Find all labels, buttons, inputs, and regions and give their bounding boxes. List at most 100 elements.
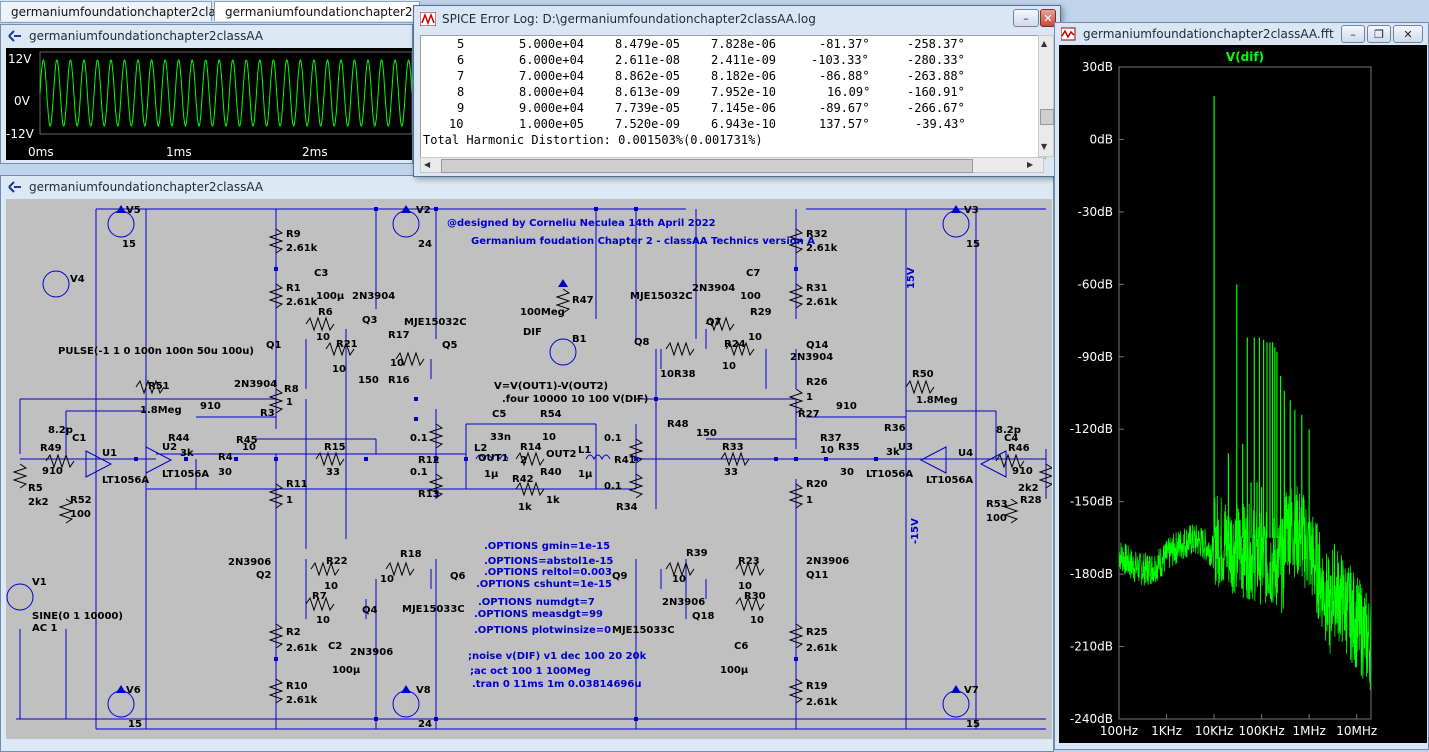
scroll-up-icon[interactable]: ▲ [1041,39,1048,48]
component-ref[interactable]: U2 [162,442,177,453]
scroll-left-icon[interactable]: ◀ [424,160,431,169]
component-ref[interactable]: R23 [738,556,760,567]
component-ref[interactable]: R15 [324,442,346,453]
component-ref[interactable]: R7 [312,591,327,602]
restore-button[interactable]: ❐ [1367,25,1391,43]
component-ref[interactable]: R33 [722,442,744,453]
component-ref[interactable]: DIF [523,327,542,338]
component-ref[interactable]: R20 [806,479,828,490]
component-ref[interactable]: U1 [102,448,117,459]
component-ref[interactable]: Q7 [706,317,722,328]
component-ref[interactable]: R34 [616,502,638,513]
component-ref[interactable]: R53 [986,499,1008,510]
component-ref[interactable]: R17 [388,330,410,341]
component-ref[interactable]: R29 [750,307,772,318]
scroll-down-icon[interactable]: ▼ [1041,142,1048,151]
component-ref[interactable]: Q1 [266,340,282,351]
spice-log-titlebar[interactable]: SPICE Error Log: D:\germaniumfoundationc… [414,6,1060,32]
component-ref[interactable]: V2 [416,205,431,216]
component-ref[interactable]: V6 [126,685,141,696]
component-ref[interactable]: U3 [898,442,913,453]
minimize-button[interactable]: – [1341,25,1365,43]
component-ref[interactable]: R9 [286,229,301,240]
component-ref[interactable]: R39 [686,548,708,559]
component-ref[interactable]: R32 [806,229,828,240]
component-ref[interactable]: R28 [1020,495,1042,506]
component-ref[interactable]: R37 [820,433,842,444]
component-ref[interactable]: R14 [520,442,542,453]
component-ref[interactable]: Q11 [806,570,828,581]
tab-schematic[interactable]: germaniumfoundationchapter2classAA [0,1,245,21]
scroll-right-icon[interactable]: ▶ [1027,160,1034,169]
waveform-plot[interactable]: 12V 0V -12V 0ms 1ms 2ms [6,48,413,160]
component-ref[interactable]: R45 [236,435,258,446]
component-ref[interactable]: R22 [326,556,348,567]
component-ref[interactable]: R30 [744,591,766,602]
component-ref[interactable]: V7 [964,685,979,696]
component-ref[interactable]: C3 [314,268,328,279]
component-ref[interactable]: R38 [674,369,696,380]
component-ref[interactable]: Q14 [806,340,828,351]
component-ref[interactable]: R10 [286,681,308,692]
component-ref[interactable]: R4 [218,452,233,463]
schematic-window-titlebar[interactable]: germaniumfoundationchapter2classAA [1,176,1053,198]
component-ref[interactable]: R52 [70,495,92,506]
close-button[interactable]: ✕ [1040,9,1056,27]
component-ref[interactable]: R41 [614,455,636,466]
waveform-window-titlebar[interactable]: germaniumfoundationchapter2classAA [1,25,412,47]
component-ref[interactable]: R12 [418,455,440,466]
component-ref[interactable]: R16 [388,375,410,386]
component-ref[interactable]: R13 [418,489,440,500]
component-ref[interactable]: R19 [806,681,828,692]
component-ref[interactable]: V4 [70,274,85,285]
component-ref[interactable]: R24 [724,339,746,350]
component-ref[interactable]: Q9 [612,571,628,582]
component-ref[interactable]: R50 [912,369,934,380]
component-ref[interactable]: Q8 [634,337,650,348]
horizontal-scrollbar[interactable]: ◀ ▶ [420,157,1044,173]
component-ref[interactable]: R5 [28,483,43,494]
component-ref[interactable]: V1 [32,577,47,588]
component-ref[interactable]: Q3 [362,315,378,326]
component-ref[interactable]: L2 [474,443,487,454]
component-ref[interactable]: C7 [746,268,760,279]
component-ref[interactable]: V3 [964,205,979,216]
component-ref[interactable]: C5 [492,409,506,420]
tab-waveform[interactable]: germaniumfoundationchapter2classAA [214,1,459,21]
schematic-canvas[interactable]: @designed by Corneliu Neculea 14th April… [6,199,1054,739]
component-ref[interactable]: R8 [284,384,299,395]
component-ref[interactable]: R6 [318,307,333,318]
component-ref[interactable]: R51 [148,381,170,392]
component-ref[interactable]: U4 [958,448,973,459]
component-ref[interactable]: C4 [1004,433,1018,444]
component-ref[interactable]: R3 [260,408,275,419]
component-ref[interactable]: R2 [286,627,301,638]
component-ref[interactable]: C6 [734,641,748,652]
component-ref[interactable]: R49 [40,443,62,454]
fft-window-titlebar[interactable]: germaniumfoundationchapter2classAA.fft [1055,23,1428,45]
component-ref[interactable]: R42 [512,474,534,485]
component-ref[interactable]: R36 [884,423,906,434]
component-ref[interactable]: Q4 [362,605,378,616]
component-ref[interactable]: R27 [798,409,820,420]
component-ref[interactable]: V8 [416,685,431,696]
component-ref[interactable]: R44 [168,433,190,444]
component-ref[interactable]: R54 [540,409,562,420]
component-ref[interactable]: V5 [126,205,141,216]
component-ref[interactable]: R48 [667,419,689,430]
close-button[interactable]: ✕ [1393,25,1423,43]
component-ref[interactable]: R35 [838,442,860,453]
scroll-thumb[interactable] [1040,109,1054,125]
component-ref[interactable]: R31 [806,283,828,294]
component-ref[interactable]: Q2 [256,570,272,581]
component-ref[interactable]: R11 [286,479,308,490]
component-ref[interactable]: C2 [328,641,342,652]
component-ref[interactable]: R18 [400,549,422,560]
component-ref[interactable]: C1 [72,433,86,444]
component-ref[interactable]: L1 [578,445,591,456]
component-ref[interactable]: R46 [1008,443,1030,454]
component-ref[interactable]: Q5 [442,340,458,351]
component-ref[interactable]: R25 [806,627,828,638]
component-ref[interactable]: R40 [540,467,562,478]
